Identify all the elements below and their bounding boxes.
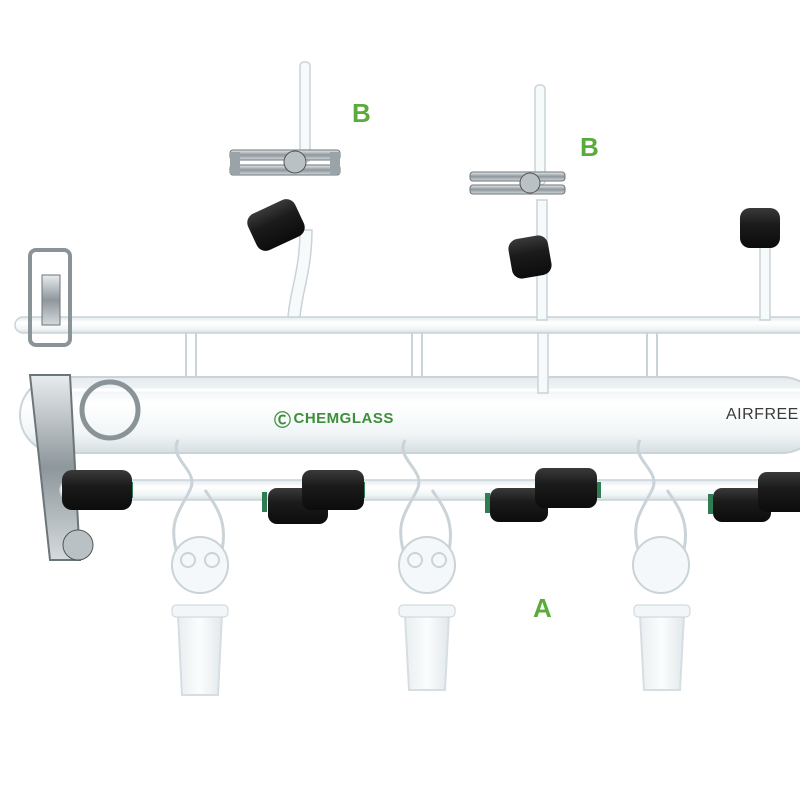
main-manifold-tube (19, 376, 800, 454)
pinch-clamp-right (469, 171, 566, 195)
chemglass-logo: Ⓒ CHEMGLASS (274, 406, 394, 431)
top-black-caps (247, 199, 780, 279)
stopcock-row (59, 468, 800, 524)
chemglass-logo-text: CHEMGLASS (293, 410, 394, 427)
taper-joint-2 (398, 604, 456, 691)
manifold-connectors (185, 333, 658, 377)
airfree-product-text: AIRFREE (726, 406, 799, 423)
stopcock-bulb-2 (398, 439, 456, 594)
taper-joint-1 (171, 604, 229, 696)
left-end-clamp-top (28, 248, 72, 347)
taper-joint-3 (633, 604, 691, 691)
stopcock-bulb-3 (632, 439, 690, 594)
label-b-left: B (352, 98, 371, 128)
pinch-clamp-left (229, 149, 341, 176)
label-a: A (533, 593, 552, 623)
stopcock-bulb-1 (171, 439, 229, 594)
upper-manifold-tube (14, 316, 800, 334)
chemglass-logo-mark-icon: Ⓒ (274, 411, 292, 430)
left-end-clamp-bottom (28, 374, 141, 561)
label-b-right: B (580, 132, 599, 162)
